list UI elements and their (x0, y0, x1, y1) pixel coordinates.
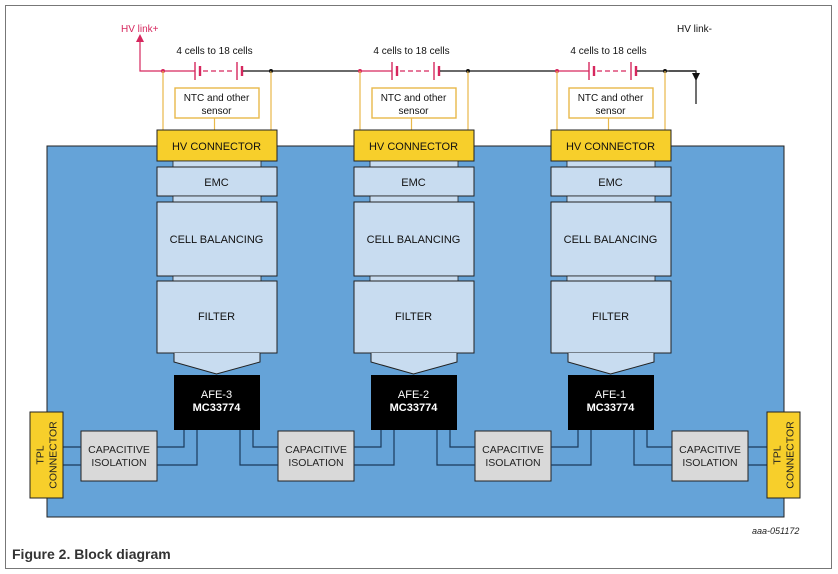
cell-balancing-block (156, 201, 278, 277)
filter-block (353, 280, 475, 354)
emc-block (156, 166, 278, 197)
ntc-sensor-box (174, 87, 260, 119)
hv-connector (156, 129, 278, 162)
bus-strip (172, 195, 262, 203)
cell-balancing-label: CELL BALANCING (367, 234, 461, 246)
cells-label: 4 cells to 18 cells (570, 46, 646, 57)
bus-strip (369, 195, 459, 203)
cells-label: 4 cells to 18 cells (373, 46, 449, 57)
afe-chip (174, 375, 260, 430)
cell-balancing-block (550, 201, 672, 277)
afe-chip (568, 375, 654, 430)
signal-wire (436, 430, 475, 466)
emc-label: EMC (204, 177, 229, 189)
tpl-label: CONNECTOR (48, 421, 60, 489)
isolation-label: CAPACITIVE (679, 444, 741, 456)
isolation-box (80, 430, 158, 482)
tpl-label: TPL (772, 445, 784, 464)
signal-wire (157, 430, 198, 466)
filter-output-funnel (370, 353, 458, 375)
afe-name: AFE-1 (595, 389, 626, 401)
emc-label: EMC (401, 177, 426, 189)
figure-frame (5, 5, 832, 569)
filter-output-funnel (173, 353, 261, 375)
afe-part: MC33774 (193, 402, 242, 414)
filter-label: FILTER (395, 311, 432, 323)
afe-part: MC33774 (390, 402, 439, 414)
hv-link-plus-label: HV link+ (121, 24, 159, 35)
isolation-label: ISOLATION (485, 457, 540, 469)
afe-name: AFE-3 (201, 389, 232, 401)
isolation-label: ISOLATION (288, 457, 343, 469)
filter-label: FILTER (198, 311, 235, 323)
signal-wire (354, 430, 395, 466)
afe-name: AFE-2 (398, 389, 429, 401)
signal-wire (239, 430, 278, 466)
hv-connector-label: HV CONNECTOR (172, 141, 261, 153)
bus-strip (566, 160, 656, 168)
bus-strip (566, 195, 656, 203)
signal-wire (646, 430, 672, 448)
filter-label: FILTER (592, 311, 629, 323)
tpl-label: CONNECTOR (785, 421, 797, 489)
bus-strip (172, 160, 262, 168)
ntc-sensor-box (568, 87, 654, 119)
ntc-label: NTC and other (578, 93, 644, 104)
hv-connector (353, 129, 475, 162)
isolation-box (474, 430, 552, 482)
tpl-label: TPL (35, 445, 47, 464)
filter-block (156, 280, 278, 354)
ntc-label: NTC and other (381, 93, 447, 104)
afe-chip (371, 375, 457, 430)
isolation-box (671, 430, 749, 482)
isolation-label: CAPACITIVE (482, 444, 544, 456)
document-id: aaa-051172 (752, 526, 800, 536)
isolation-box (277, 430, 355, 482)
cell-balancing-block (353, 201, 475, 277)
emc-block (550, 166, 672, 197)
emc-block (353, 166, 475, 197)
signal-wire (633, 430, 672, 466)
isolation-label: ISOLATION (682, 457, 737, 469)
ntc-label: NTC and other (184, 93, 250, 104)
signal-wire (449, 430, 475, 448)
figure-caption: Figure 2. Block diagram (12, 546, 171, 562)
ntc-label: sensor (398, 106, 429, 117)
tpl-connector-box (29, 411, 64, 499)
hv-connector-label: HV CONNECTOR (566, 141, 655, 153)
cells-label: 4 cells to 18 cells (176, 46, 252, 57)
signal-wire (551, 430, 592, 466)
signal-wire (354, 430, 382, 448)
cell-balancing-label: CELL BALANCING (564, 234, 658, 246)
hv-connector-label: HV CONNECTOR (369, 141, 458, 153)
ntc-label: sensor (595, 106, 626, 117)
isolation-label: ISOLATION (91, 457, 146, 469)
emc-label: EMC (598, 177, 623, 189)
filter-block (550, 280, 672, 354)
tpl-connector-box (766, 411, 801, 499)
filter-output-funnel (567, 353, 655, 375)
isolation-label: CAPACITIVE (88, 444, 150, 456)
signal-wire (157, 430, 185, 448)
isolation-label: CAPACITIVE (285, 444, 347, 456)
signal-wire (252, 430, 278, 448)
ntc-label: sensor (201, 106, 232, 117)
ntc-sensor-box (371, 87, 457, 119)
cell-balancing-label: CELL BALANCING (170, 234, 264, 246)
afe-part: MC33774 (587, 402, 636, 414)
hv-link-minus-label: HV link- (677, 24, 712, 35)
signal-wire (551, 430, 579, 448)
hv-connector (550, 129, 672, 162)
bus-strip (369, 160, 459, 168)
